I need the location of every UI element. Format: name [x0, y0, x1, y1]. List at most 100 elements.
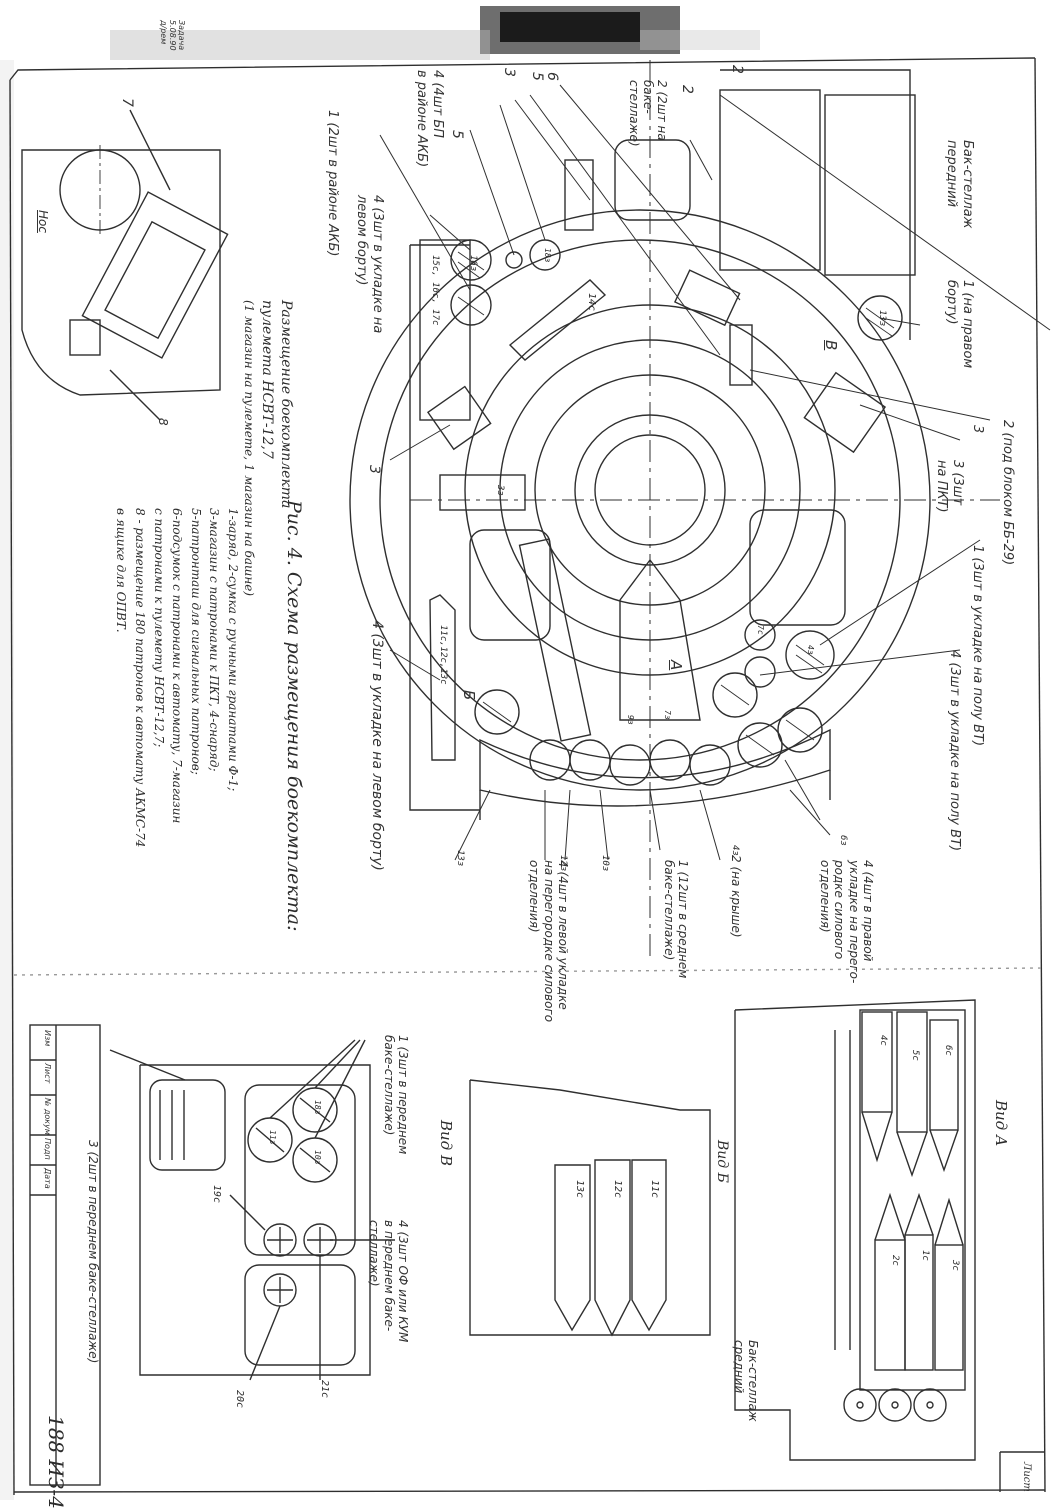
view-v-callout-4: 4 (3шт ОФ или КУМ в переднем баке- стелл… — [367, 1220, 410, 1342]
legend-line: в ящике для ОПВТ. — [114, 508, 129, 633]
callout-4-pravoi: 4 (4шт в правой укладке на перего- родке… — [817, 860, 875, 983]
view-v — [109, 1039, 395, 1381]
callout-line: баке-стеллаже) — [661, 860, 676, 961]
section-v-marker: В — [822, 340, 840, 351]
view-b-mark-13c: 13с — [574, 1180, 585, 1199]
corner-note-line: д/рем — [159, 20, 169, 45]
title-block-col: № докум — [43, 1098, 52, 1135]
legend-line: с патронами к пулемету НСВТ-12,7; — [151, 508, 166, 748]
callout-4-levyi: 4 (3шт в укладке на левом борту) — [369, 620, 385, 871]
nsvt-title-line: (1 магазин на пулемете, 1 магазин на баш… — [242, 300, 257, 597]
callout-line: 2 (2шт на — [655, 80, 669, 141]
legend-line: 5-патронташ для сигнальных патронов; — [188, 508, 203, 775]
callout-8: 8 — [156, 418, 170, 426]
hull-plan — [349, 60, 1000, 960]
view-v-mark-21c: 21с — [319, 1380, 330, 1399]
view-b-title: Вид Б — [714, 1140, 730, 1183]
view-v-mark-19c: 19с — [211, 1185, 222, 1204]
callout-line: стеллаже) — [627, 80, 642, 147]
mark-4z: 4з — [806, 645, 815, 655]
callout-line: баке- — [641, 80, 656, 114]
callout-3-top: 3 — [501, 68, 517, 77]
legend-line: 6-подсумок с патронами к автомату, 7-маг… — [170, 508, 185, 824]
callout-line: борту) — [944, 280, 960, 325]
callout-line: средний — [731, 1340, 746, 1394]
view-a-title: Вид А — [992, 1100, 1010, 1147]
callout-line: стеллаже) — [367, 1220, 382, 1287]
callout-line: 4 (4шт в правой — [861, 860, 875, 962]
title-block-col: Подп — [43, 1138, 52, 1160]
legend-line: 3-магазин с патронами к ПКТ, 4-снаряд; — [207, 508, 222, 772]
mark-7c: 7с — [756, 625, 765, 635]
callout-line: Бак-стеллаж — [960, 140, 975, 229]
view-v-mark-20c: 20с — [234, 1390, 245, 1409]
corner-note: Задача 5.08.90 д/рем — [159, 20, 186, 51]
nsvt-title-line: Размещение боекомплекта — [278, 300, 294, 509]
callout-1-12sht: 1 (12шт в среднем баке-стеллаже) — [661, 860, 690, 978]
drawing-code: 188 ИЗ-4 — [44, 1415, 68, 1509]
callout-2b: 2 — [729, 65, 745, 74]
callout-line: 1 (на правом — [960, 280, 975, 369]
mark-18z: 18з — [543, 248, 552, 263]
callout-5-top: 5 — [529, 72, 545, 81]
view-a-mark-3c: 3с — [950, 1260, 960, 1271]
callout-4-3sht-levyi: 4 (3шт в укладке на левом борту) — [354, 195, 385, 333]
mark-13z-b: 13з — [455, 850, 465, 867]
title-block-col: Лист — [43, 1063, 52, 1084]
page-frame — [9, 57, 1046, 1496]
callout-bak-peredniy: Бак-стеллаж передний — [944, 140, 975, 228]
mark-9z: 9з — [626, 715, 635, 725]
view-a-mark-4c: 4с — [878, 1035, 888, 1046]
view-v-callout-3: 3 (2шт в переднем баке-стеллаже) — [86, 1140, 100, 1364]
callout-2-2sht: 2 (2шт на баке- стеллаже) — [627, 80, 669, 147]
corner-note-line: 5.08.90 — [168, 20, 178, 51]
mark-15c: 15с, 16с, 17с — [430, 255, 440, 326]
nsvt-title-line: пулемета НСВТ-12,7 — [259, 300, 276, 459]
callout-line: 4 (3шт ОФ или КУМ — [396, 1220, 410, 1343]
callout-6: 6 — [544, 72, 560, 81]
mark-13z: 13з — [877, 310, 887, 327]
callout-line: укладке на перего- — [846, 860, 861, 984]
leader-lines — [379, 84, 1051, 861]
nsvt-inset — [21, 109, 229, 421]
legend-line: 8 - размещение 180 патронов к автомату А… — [133, 508, 148, 848]
callout-line: 1 (3шт в переднем — [396, 1035, 410, 1155]
callout-line: Бак-стеллаж — [746, 1340, 760, 1422]
callout-4-levoi: 4 (4шт в левой укладке на перегородке си… — [527, 860, 570, 1022]
callout-line: отделения) — [527, 860, 542, 933]
nose-label: Нос — [36, 210, 50, 233]
view-a — [734, 999, 976, 1461]
mark-10z: 10з — [600, 855, 610, 872]
corner-note-line: Задача — [177, 20, 186, 51]
callout-line: отделения) — [817, 860, 832, 933]
callout-2-kryshe: 2 (на крыше) — [729, 855, 743, 938]
callout-bak-sredniy: Бак-стеллаж средний — [731, 1340, 760, 1422]
callout-2-blok: 2 (под блоком ББ-29) — [1000, 420, 1015, 566]
callout-line: родке силового — [832, 860, 847, 960]
callout-1-right: 1 (на правом борту) — [944, 280, 975, 368]
view-v-mark-21z: 11з — [268, 1130, 277, 1145]
callout-line: левом борту) — [354, 195, 370, 286]
callout-line: в переднем баке- — [381, 1220, 396, 1332]
round-hatching — [457, 251, 895, 756]
mark-4z-b: 4з — [730, 845, 740, 856]
section-a-marker: А — [667, 660, 685, 671]
view-v-title: Вид В — [437, 1120, 455, 1166]
view-b — [469, 1079, 711, 1337]
callout-4-3sht-pol: 4 (3шт в укладке на полу ВТ) — [947, 650, 962, 852]
mark-6z: 6з — [838, 835, 848, 846]
callout-3: 3 — [970, 425, 985, 434]
view-v-mark-18z: 18з — [313, 1100, 322, 1115]
mark-16z: 16з — [468, 255, 478, 272]
mark-12z: 12з — [558, 855, 568, 872]
callout-line: на ПКТ) — [934, 460, 950, 513]
view-v-mark-20z: 10з — [313, 1150, 322, 1165]
view-a-mark-6c: 6с — [943, 1045, 953, 1056]
mark-14c: 14с — [586, 293, 597, 312]
figure-legend: 1-заряд, 2-сумка с ручными гранатами Ф-1… — [112, 508, 242, 847]
view-b-mark-11c: 11с — [649, 1180, 660, 1199]
sheet-label: Лист — [1021, 1462, 1032, 1492]
callout-line: 4 (3шт в укладке на — [370, 195, 385, 334]
view-b-mark-12c: 12с — [612, 1180, 623, 1199]
